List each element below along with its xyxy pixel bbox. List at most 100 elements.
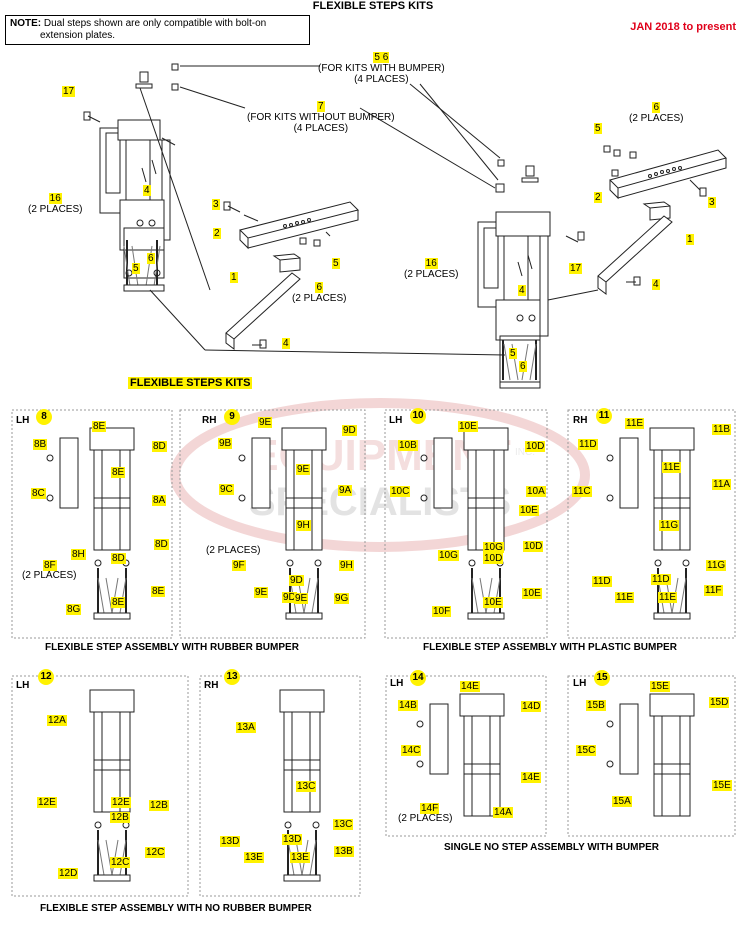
top-right-step-assembly [359,83,585,389]
panel-10-step [420,427,509,620]
p9-label-0: 9E [258,417,273,428]
p14-label-3: 14C [401,745,422,756]
p14-label-1: 14B [398,700,418,711]
p12-label-5: 12C [145,847,166,858]
p11-label-5: 11A [712,479,732,490]
panel-14-number: 14 [410,670,426,686]
p9-label-6: 9F [232,560,246,571]
p11-label-11: 11E [658,592,678,603]
p10-label-7: 10G [483,542,504,553]
panel-8-step [46,427,135,620]
panel-11-step [606,427,695,620]
p15-label-2: 15D [709,697,730,708]
panel-14-side: LH [390,678,404,689]
p9-label-9: 9E [254,587,269,598]
p12-label-3: 12B [149,800,169,811]
p9-places: (2 PLACES) [206,545,261,556]
p8-label-2: 8D [152,441,167,452]
p11-label-6: 11G [659,520,680,531]
p9-label-13: 9G [334,593,350,604]
p9-label-4: 9C [219,484,234,495]
p15-label-1: 15B [586,700,606,711]
label-16-right: 16 [424,258,438,269]
panel-14-step [416,693,505,817]
label-2-right: 2 [594,192,602,203]
callout-without-bumper: (FOR KITS WITHOUT BUMPER) [247,112,395,123]
panel-11-side: RH [573,415,588,426]
p13-label-4: 13D [282,834,303,845]
panel-step-drawings [46,427,695,882]
label-4-right-arm: 4 [652,279,660,290]
panel-10-number: 10 [410,408,426,424]
panel-13-number: 13 [224,669,240,685]
panel-12-number: 12 [38,669,54,685]
p11-label-2: 11D [578,439,598,450]
top-left-arm-parts [223,201,359,350]
p15-label-5: 15A [612,796,632,807]
panel-8-number: 8 [36,409,52,425]
p11-label-10: 11E [615,592,635,603]
p14-label-0: 14E [460,681,480,692]
p12-label-4: 12B [110,812,130,823]
p8-label-10: 8E [111,597,126,608]
p12-label-2: 12E [111,797,131,808]
p11-label-0: 11E [625,418,645,429]
p14-label-6: 14A [493,807,513,818]
panel-15-side: LH [573,678,587,689]
p14-label-5: 14F [420,803,440,814]
label-16-left: 16 [48,193,62,204]
p13-label-6: 13E [290,852,310,863]
panel-15-step [606,693,695,817]
callout-4-places-a: (4 PLACES) [354,74,409,85]
label-16-right-group: 16(2 PLACES) [404,258,458,280]
callout-7: 7 [317,101,325,112]
p8-label-12: 8G [66,604,82,615]
label-3-right: 3 [708,197,716,208]
label-6-left-arm: 6 [315,282,324,293]
label-6-right-step: 6 [519,361,527,372]
label-17-left: 17 [62,86,76,97]
p12-label-1: 12E [37,797,57,808]
panel-15-number: 15 [594,670,610,686]
p11-label-8: 11D [651,574,671,585]
p8-places: (2 PLACES) [22,570,77,581]
p9-label-11: 9E [294,593,309,604]
label-6-right: 6 [652,102,661,113]
p8-label-11: 8E [151,586,166,597]
panel-9-step [238,427,327,620]
panel-12-side: LH [16,680,30,691]
p13-label-1: 13C [296,781,317,792]
p9-label-5: 9A [338,485,353,496]
p11-label-12: 11F [704,585,723,596]
label-1-right: 1 [686,234,694,245]
p9-label-12: 9H [339,560,354,571]
label-2-left: 2 [213,228,221,239]
p10-label-9: 10D [523,541,544,552]
p9-label-3: 9E [296,464,311,475]
p15-label-3: 15C [576,745,597,756]
label-4-left-b: 4 [282,338,290,349]
label-1-left: 1 [230,272,238,283]
p8-label-6: 8F [43,560,57,571]
callout-no-bumper-kits: 7 (FOR KITS WITHOUT BUMPER) (4 PLACES) [247,101,395,134]
date-range: JAN 2018 to present [630,21,736,33]
p8-label-1: 8B [33,439,48,450]
p14-places: (2 PLACES) [398,813,453,824]
p11-label-7: 11D [592,576,612,587]
panel-borders [11,409,736,897]
top-right-arm-parts [547,145,727,301]
top-left-step-assembly [83,63,506,356]
p8-label-7: 8H [71,549,86,560]
p9-label-7: 9H [296,520,311,531]
p8-label-4: 8C [31,488,46,499]
p11-label-9: 11G [706,560,727,571]
label-6-left-arm-group: 6(2 PLACES) [292,282,346,304]
p12-label-7: 12D [58,868,79,879]
p8-label-9: 8D [154,539,169,550]
p13-label-7: 13B [334,846,354,857]
p9-label-8: 9D [289,575,304,586]
caption-single-no-step: SINGLE NO STEP ASSEMBLY WITH BUMPER [444,842,660,853]
p10-label-8: 10D [483,553,504,564]
p13-label-0: 13A [236,722,256,733]
p14-label-4: 14E [521,772,541,783]
